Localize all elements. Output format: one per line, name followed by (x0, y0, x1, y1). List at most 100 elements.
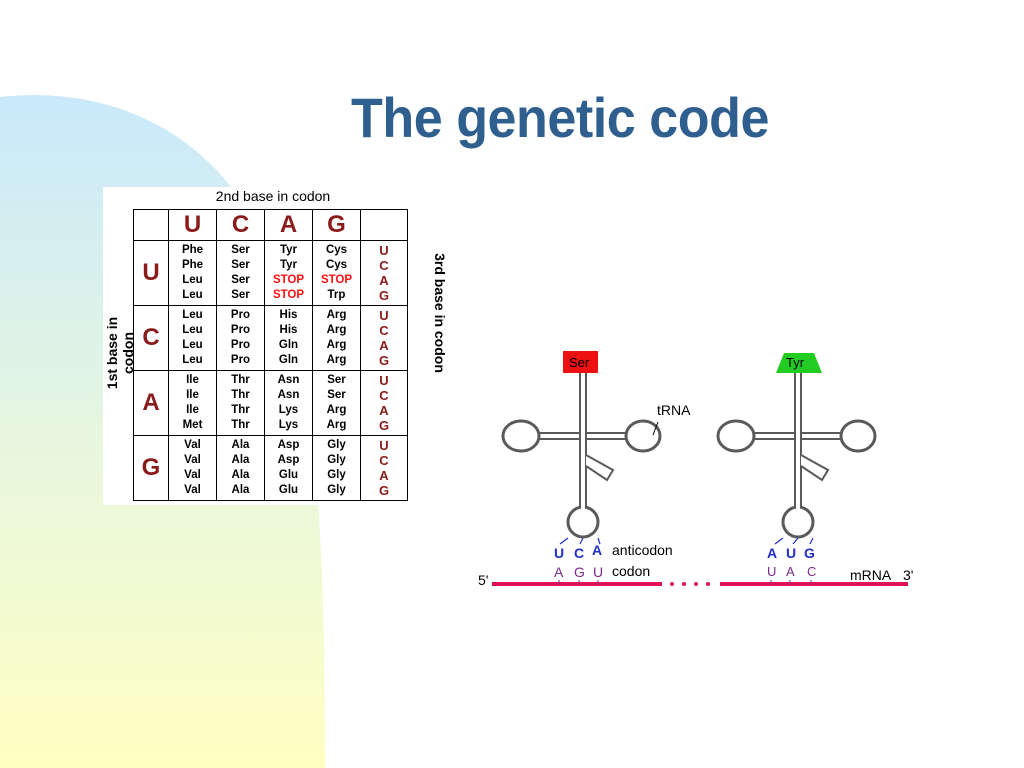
amino-acid-label: Tyr (279, 259, 298, 271)
amino-acid-label: Val (184, 454, 201, 466)
second-base-u: U (168, 209, 217, 241)
first-base-c: C (133, 305, 169, 371)
amino-acid-label: Gly (327, 484, 346, 496)
trna-mrna-diagram: 5' mRNA 3' Ser Tyr tRNA (478, 351, 913, 588)
tyr-amino-acid-label: Tyr (786, 355, 805, 370)
five-prime-label: 5' (478, 572, 488, 588)
amino-acid-label: Asn (277, 374, 300, 386)
amino-acid-label: Tyr (279, 244, 298, 256)
left-anticodon-connectors (559, 537, 601, 545)
third-base-letter: C (379, 323, 389, 338)
first-base-g: G (133, 435, 169, 501)
right-codon-2: A (786, 564, 795, 579)
amino-acid-label: Thr (231, 419, 250, 431)
amino-acid-label: Pro (230, 324, 251, 336)
third-base-letter: G (378, 353, 390, 368)
third-base-letter: G (378, 483, 390, 498)
ser-amino-acid-label: Ser (569, 355, 590, 370)
amino-acid-label: Phe (181, 259, 204, 271)
first-base-a: A (133, 370, 169, 436)
amino-acid-label: His (279, 324, 298, 336)
amino-acid-label: Lys (278, 419, 299, 431)
left-codon-2: G (574, 564, 585, 580)
second-base-c: C (216, 209, 265, 241)
amino-acid-label: Asn (277, 389, 300, 401)
amino-acid-label: Leu (182, 289, 203, 301)
third-base-letter: G (378, 288, 390, 303)
amino-acid-label: Ser (231, 244, 250, 256)
amino-acid-label: Gly (327, 439, 346, 451)
amino-acid-label: Leu (182, 339, 203, 351)
amino-acid-label: Ala (231, 484, 250, 496)
amino-acid-label: Asp (277, 454, 300, 466)
third-base-letter: U (379, 438, 389, 453)
third-base-letter: U (379, 243, 389, 258)
left-anticodon-2: C (574, 545, 584, 561)
amino-acid-label: Arg (326, 324, 347, 336)
third-base-letter: A (379, 338, 389, 353)
trna-right: Tyr (716, 353, 877, 539)
amino-acid-label: Thr (231, 389, 250, 401)
amino-acid-label: Ile (186, 374, 199, 386)
amino-acid-label: Val (184, 439, 201, 451)
amino-acid-label: Ala (231, 454, 250, 466)
right-anticodon-2: U (786, 545, 796, 561)
right-anticodon-3: G (804, 545, 815, 561)
stop-codon-label: STOP (272, 289, 305, 301)
third-base-letter: C (379, 258, 389, 273)
amino-acid-label: Ser (231, 274, 250, 286)
amino-acid-label: Arg (326, 309, 347, 321)
amino-acid-label: Arg (326, 354, 347, 366)
genetic-code-table-panel: 2nd base in codon 1st base in codon 3rd … (103, 187, 448, 505)
third-base-letter: U (379, 373, 389, 388)
amino-acid-label: Gly (327, 469, 346, 481)
amino-acid-label: Ser (231, 259, 250, 271)
right-anticodon-connectors (774, 537, 814, 545)
slide-title: The genetic code (351, 86, 769, 149)
amino-acid-label: Met (182, 419, 203, 431)
amino-acid-label: Thr (231, 374, 250, 386)
left-codon-1: A (554, 564, 564, 580)
right-codon-1: U (767, 564, 776, 579)
codon-label: codon (612, 563, 650, 579)
trna-pointer (652, 421, 659, 436)
amino-acid-label: Pro (230, 339, 251, 351)
three-prime-label: 3' (903, 567, 913, 583)
amino-acid-label: Trp (327, 289, 346, 301)
left-codon-ticks (558, 580, 599, 584)
third-base-letter: A (379, 468, 389, 483)
table-corner-cell (133, 209, 169, 241)
amino-acid-label: Phe (181, 244, 204, 256)
amino-acid-label: Leu (182, 354, 203, 366)
first-base-u: U (133, 240, 169, 306)
right-anticodon-1: A (767, 545, 777, 561)
left-anticodon-1: U (554, 545, 564, 561)
third-base-letter: C (379, 388, 389, 403)
amino-acid-label: Pro (230, 354, 251, 366)
amino-acid-label: Ser (327, 389, 346, 401)
amino-acid-label: Arg (326, 404, 347, 416)
amino-acid-label: Cys (325, 259, 348, 271)
second-base-a: A (264, 209, 313, 241)
amino-acid-label: Gln (278, 354, 299, 366)
amino-acid-label: Val (184, 469, 201, 481)
amino-acid-label: Leu (182, 324, 203, 336)
